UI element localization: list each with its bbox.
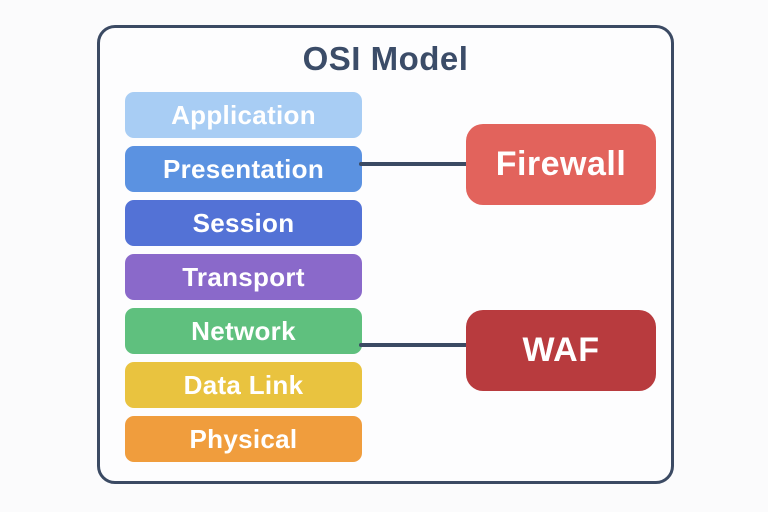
layer-presentation: Presentation — [125, 146, 362, 192]
layer-transport: Transport — [125, 254, 362, 300]
firewall-node: Firewall — [466, 124, 656, 205]
osi-layer-stack: Application Presentation Session Transpo… — [125, 92, 362, 470]
connector-network-waf — [359, 343, 470, 347]
diagram-title: OSI Model — [302, 40, 469, 77]
layer-network: Network — [125, 308, 362, 354]
layer-session: Session — [125, 200, 362, 246]
osi-diagram-panel: OSI Model Application Presentation Sessi… — [97, 25, 674, 484]
layer-data-link: Data Link — [125, 362, 362, 408]
waf-node: WAF — [466, 310, 656, 391]
layer-application: Application — [125, 92, 362, 138]
connector-presentation-firewall — [359, 162, 470, 166]
layer-physical: Physical — [125, 416, 362, 462]
